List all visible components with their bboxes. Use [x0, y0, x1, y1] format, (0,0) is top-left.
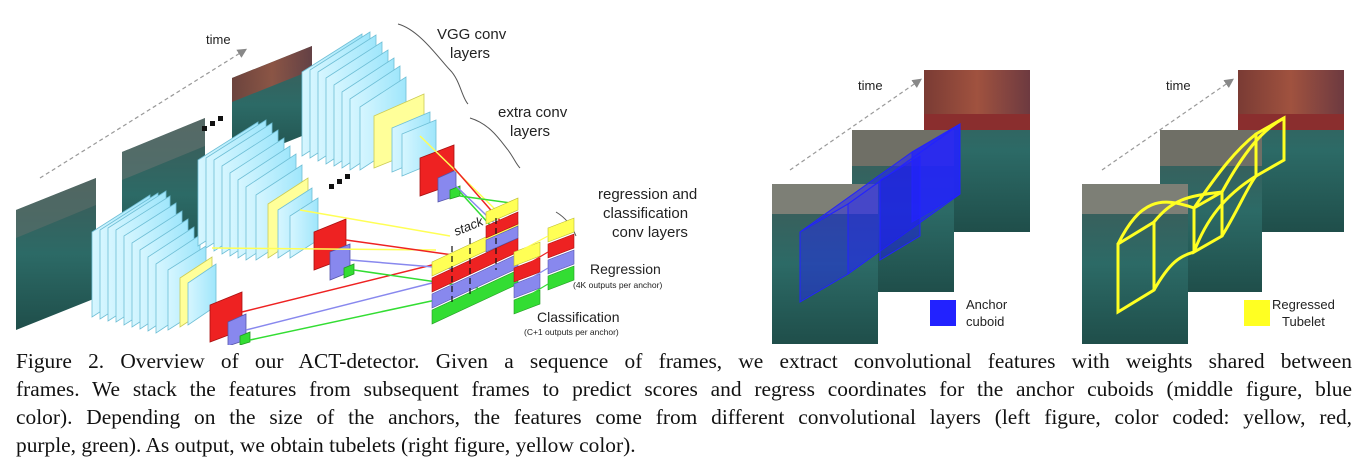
legend-tubelet-line2: Tubelet: [1282, 314, 1325, 329]
conv-stack-2: [197, 119, 355, 281]
regcls-label-line1: regression and: [598, 186, 697, 203]
regressed-tubelet: [1116, 115, 1286, 315]
extra-label-line1: extra conv: [498, 104, 568, 121]
output-layers: [513, 217, 575, 315]
extra-label-line2: layers: [510, 123, 550, 140]
regression-label: Regression: [590, 261, 661, 277]
legend-anchor-line2: cuboid: [966, 314, 1004, 329]
classification-sub: (C+1 outputs per anchor): [524, 327, 619, 337]
stack-label: stack: [452, 213, 487, 239]
figure-2: time: [16, 23, 1344, 345]
legend-swatch-tubelet: [1244, 300, 1270, 326]
regcls-label-line2: classification: [603, 205, 688, 222]
regcls-label-line3: conv layers: [612, 224, 688, 241]
frame-front-right: [1082, 184, 1188, 344]
stacked-features: [431, 197, 519, 325]
ellipsis-dots-1: [202, 116, 223, 131]
vgg-label-line1: VGG conv: [437, 26, 507, 43]
regression-sub: (4K outputs per anchor): [573, 280, 662, 290]
anchor-cuboid: [799, 123, 961, 303]
caption-line-3: color). Depending on the size of the anc…: [16, 405, 1352, 429]
vgg-brace: [397, 23, 469, 105]
extra-brace: [469, 117, 521, 169]
legend-anchor-line1: Anchor: [966, 297, 1008, 312]
time-label: time: [206, 32, 231, 47]
caption-line-2: frames. We stack the features from subse…: [16, 377, 1352, 401]
ellipsis-dots-2: [329, 174, 350, 189]
legend-swatch-anchor: [930, 300, 956, 326]
vgg-label-line2: layers: [450, 45, 490, 62]
caption-line-4: purple, green). As output, we obtain tub…: [16, 433, 636, 457]
anchor-cuboid-figure: time Anchor cuboid: [772, 70, 1030, 344]
conv-stack-1: [91, 190, 251, 345]
left-network-diagram: time: [16, 23, 697, 345]
legend-tubelet-line1: Regressed: [1272, 297, 1335, 312]
caption-line-1: Figure 2. Overview of our ACT-detector. …: [16, 349, 1352, 373]
time-label-middle: time: [858, 78, 883, 93]
figure-caption: Figure 2. Overview of our ACT-detector. …: [16, 347, 1352, 459]
classification-label: Classification: [537, 309, 619, 325]
regressed-tubelet-figure: time Regressed Tubelet: [1082, 70, 1344, 344]
time-label-right: time: [1166, 78, 1191, 93]
conv-stack-3: [301, 31, 461, 203]
frame-1: [16, 178, 96, 330]
